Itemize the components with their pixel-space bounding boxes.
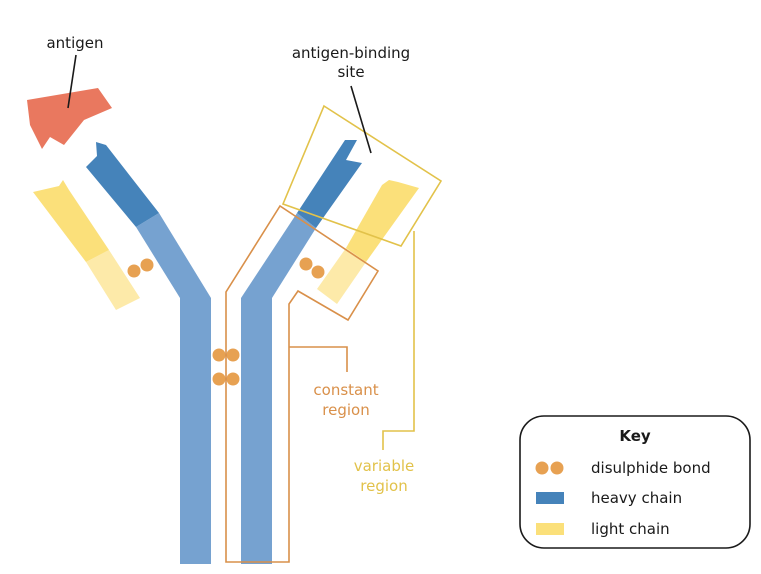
antigen-label: antigen <box>46 34 103 52</box>
right-light-chain-variable <box>346 180 419 262</box>
left-heavy-chain-arm-constant <box>136 213 211 298</box>
disulphide-bond-dot <box>226 372 240 386</box>
right-light-chain-constant <box>317 248 366 304</box>
left-heavy-chain-arm-variable <box>86 142 159 227</box>
binding-site-label-line2: site <box>337 63 364 81</box>
antigen-leader-line <box>67 54 77 109</box>
variable-region-label-line1: variable <box>354 457 415 475</box>
disulphide-bonds <box>127 257 325 386</box>
light-chain-swatch <box>536 523 564 535</box>
left-heavy-chain-stem <box>180 298 211 564</box>
constant-region-label-line2: region <box>322 401 369 419</box>
antigen-shape <box>27 88 112 149</box>
variable-region-label-line2: region <box>360 477 407 495</box>
constant-region-outline <box>225 204 380 563</box>
right-heavy-chain-stem <box>241 298 272 564</box>
variable-region-leader <box>382 231 415 450</box>
right-heavy-chain-arm-constant <box>241 213 316 298</box>
disulphide-bond-dot <box>140 258 154 272</box>
disulphide-bond-dot <box>127 264 141 278</box>
key-item-label: light chain <box>591 520 670 538</box>
disulphide-bond-dot <box>212 372 226 386</box>
key-item-label: heavy chain <box>591 489 682 507</box>
constant-region-label-line1: constant <box>313 381 378 399</box>
disulphide-bond-dot <box>226 348 240 362</box>
binding-site-leader-line <box>350 85 372 154</box>
left-light-chain-constant <box>86 250 140 310</box>
key-title: Key <box>619 427 651 445</box>
disulphide-bond-dot <box>212 348 226 362</box>
key-item-label: disulphide bond <box>591 459 711 477</box>
disulphide-bond-dot <box>311 265 325 279</box>
binding-site-label-line1: antigen-binding <box>292 44 410 62</box>
key-box: Key disulphide bond heavy chain light ch… <box>519 415 751 549</box>
variable-region-outline <box>281 104 443 247</box>
disulphide-bond-dot <box>299 257 313 271</box>
constant-region-leader <box>289 346 348 372</box>
right-heavy-chain-arm-variable <box>297 140 362 228</box>
heavy-chain-swatch <box>536 492 564 504</box>
key-border <box>519 415 751 549</box>
left-light-chain-variable <box>33 180 109 262</box>
disulphide-bond-icon <box>535 461 564 475</box>
